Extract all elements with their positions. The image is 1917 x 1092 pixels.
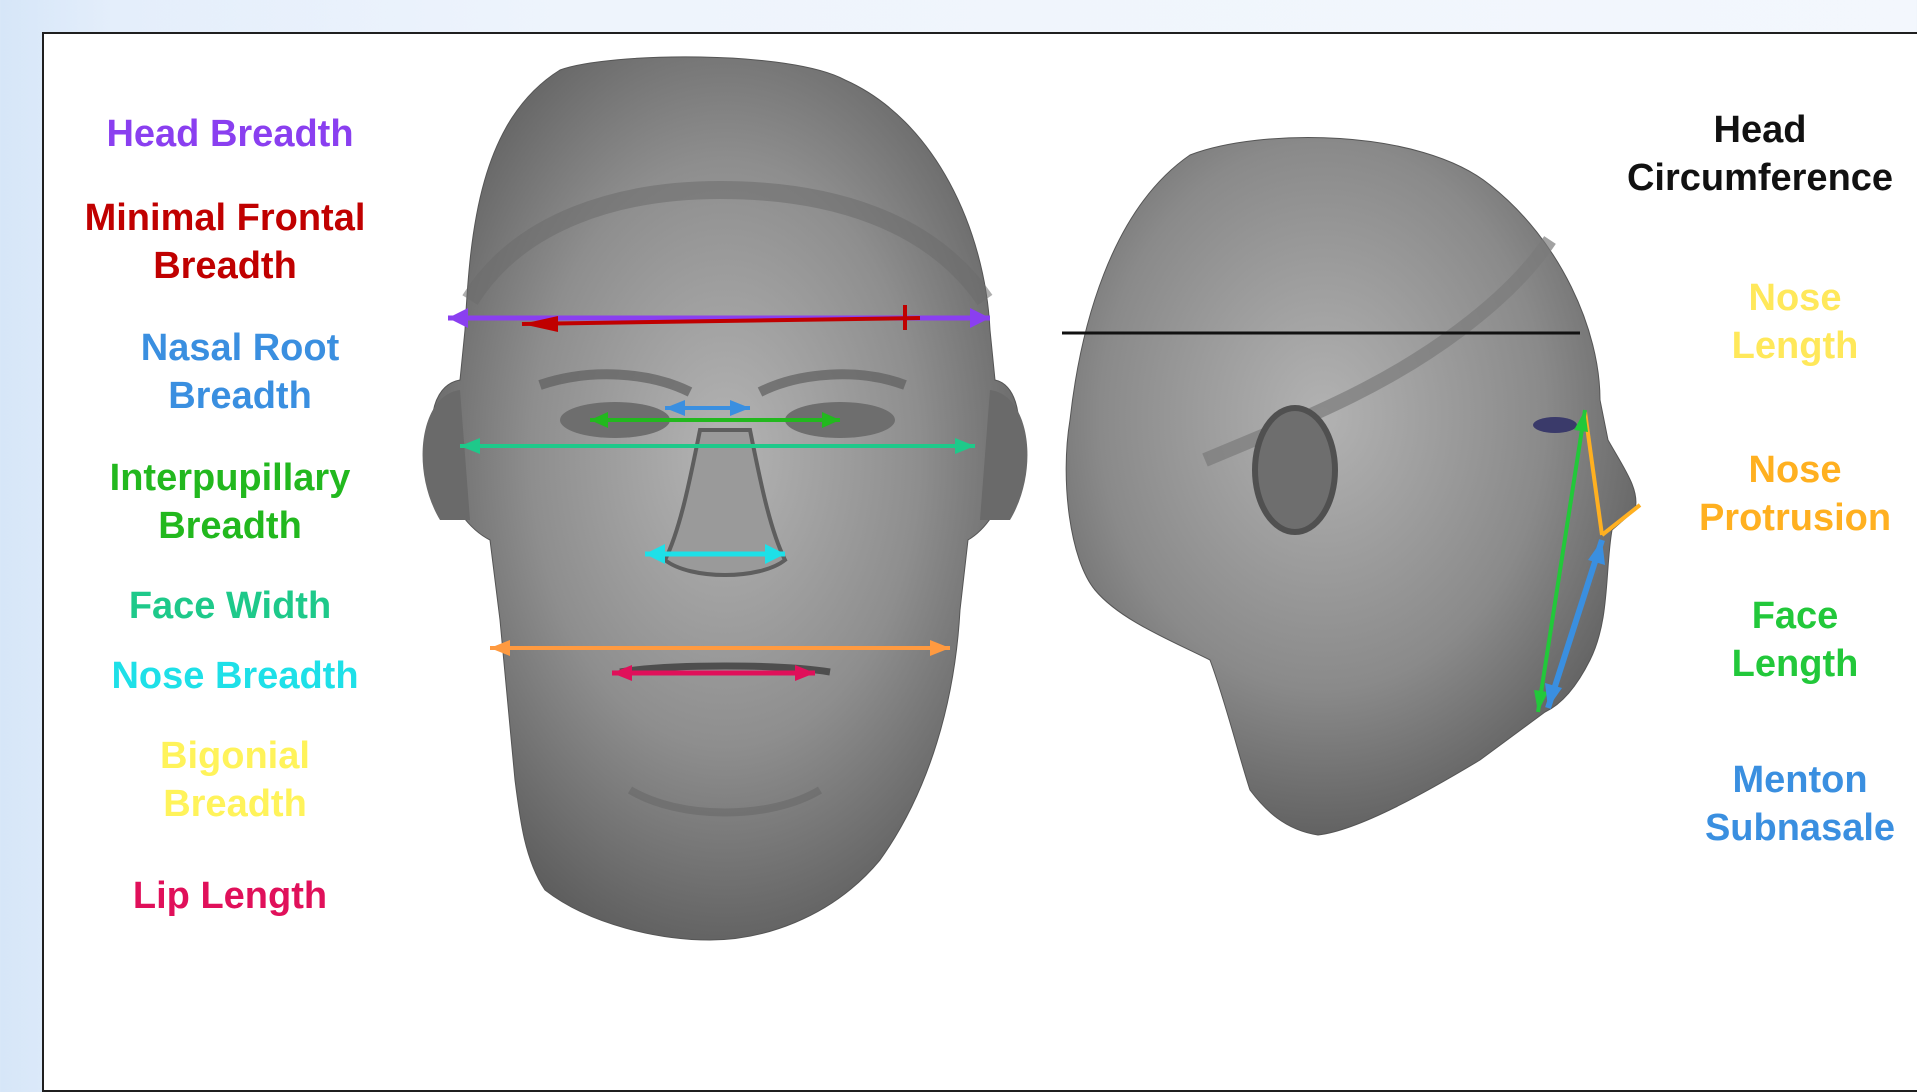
label-line: Nose (1635, 274, 1917, 322)
label-line: Face Width (70, 582, 390, 630)
label-line: Length (1635, 322, 1917, 370)
label-line: Menton (1640, 756, 1917, 804)
label-interpupillary-breadth: Interpupillary Breadth (70, 454, 390, 550)
label-line: Protrusion (1635, 494, 1917, 542)
label-line: Length (1635, 640, 1917, 688)
label-head-circumference: Head Circumference (1600, 106, 1917, 202)
label-minimal-frontal-breadth: Minimal Frontal Breadth (60, 194, 390, 290)
label-line: Nasal Root (80, 324, 400, 372)
side-eye (1533, 417, 1577, 433)
label-line: Interpupillary (70, 454, 390, 502)
label-line: Breadth (70, 502, 390, 550)
label-line: Head (1600, 106, 1917, 154)
head-breadth-arrow-left (448, 308, 468, 328)
label-line: Nose Breadth (75, 652, 395, 700)
label-line: Lip Length (70, 872, 390, 920)
label-nose-breadth: Nose Breadth (75, 652, 395, 700)
label-nose-protrusion: Nose Protrusion (1635, 446, 1917, 542)
label-line: Bigonial (75, 732, 395, 780)
front-head-scan (423, 57, 1028, 940)
label-line: Nose (1635, 446, 1917, 494)
label-line: Circumference (1600, 154, 1917, 202)
side-ear (1255, 408, 1335, 532)
label-face-width: Face Width (70, 582, 390, 630)
label-face-length: Face Length (1635, 592, 1917, 688)
side-head-scan (1066, 137, 1636, 835)
label-line: Subnasale (1640, 804, 1917, 852)
label-bigonial-breadth: Bigonial Breadth (75, 732, 395, 828)
label-menton-subnasale: Menton Subnasale (1640, 756, 1917, 852)
bigonial-arrow-left (490, 640, 510, 656)
label-line: Minimal Frontal (60, 194, 390, 242)
label-nose-length: Nose Length (1635, 274, 1917, 370)
label-line: Breadth (80, 372, 400, 420)
label-line: Breadth (75, 780, 395, 828)
label-lip-length: Lip Length (70, 872, 390, 920)
label-line: Head Breadth (70, 110, 390, 158)
label-line: Breadth (60, 242, 390, 290)
label-nasal-root-breadth: Nasal Root Breadth (80, 324, 400, 420)
label-head-breadth: Head Breadth (70, 110, 390, 158)
label-line: Face (1635, 592, 1917, 640)
